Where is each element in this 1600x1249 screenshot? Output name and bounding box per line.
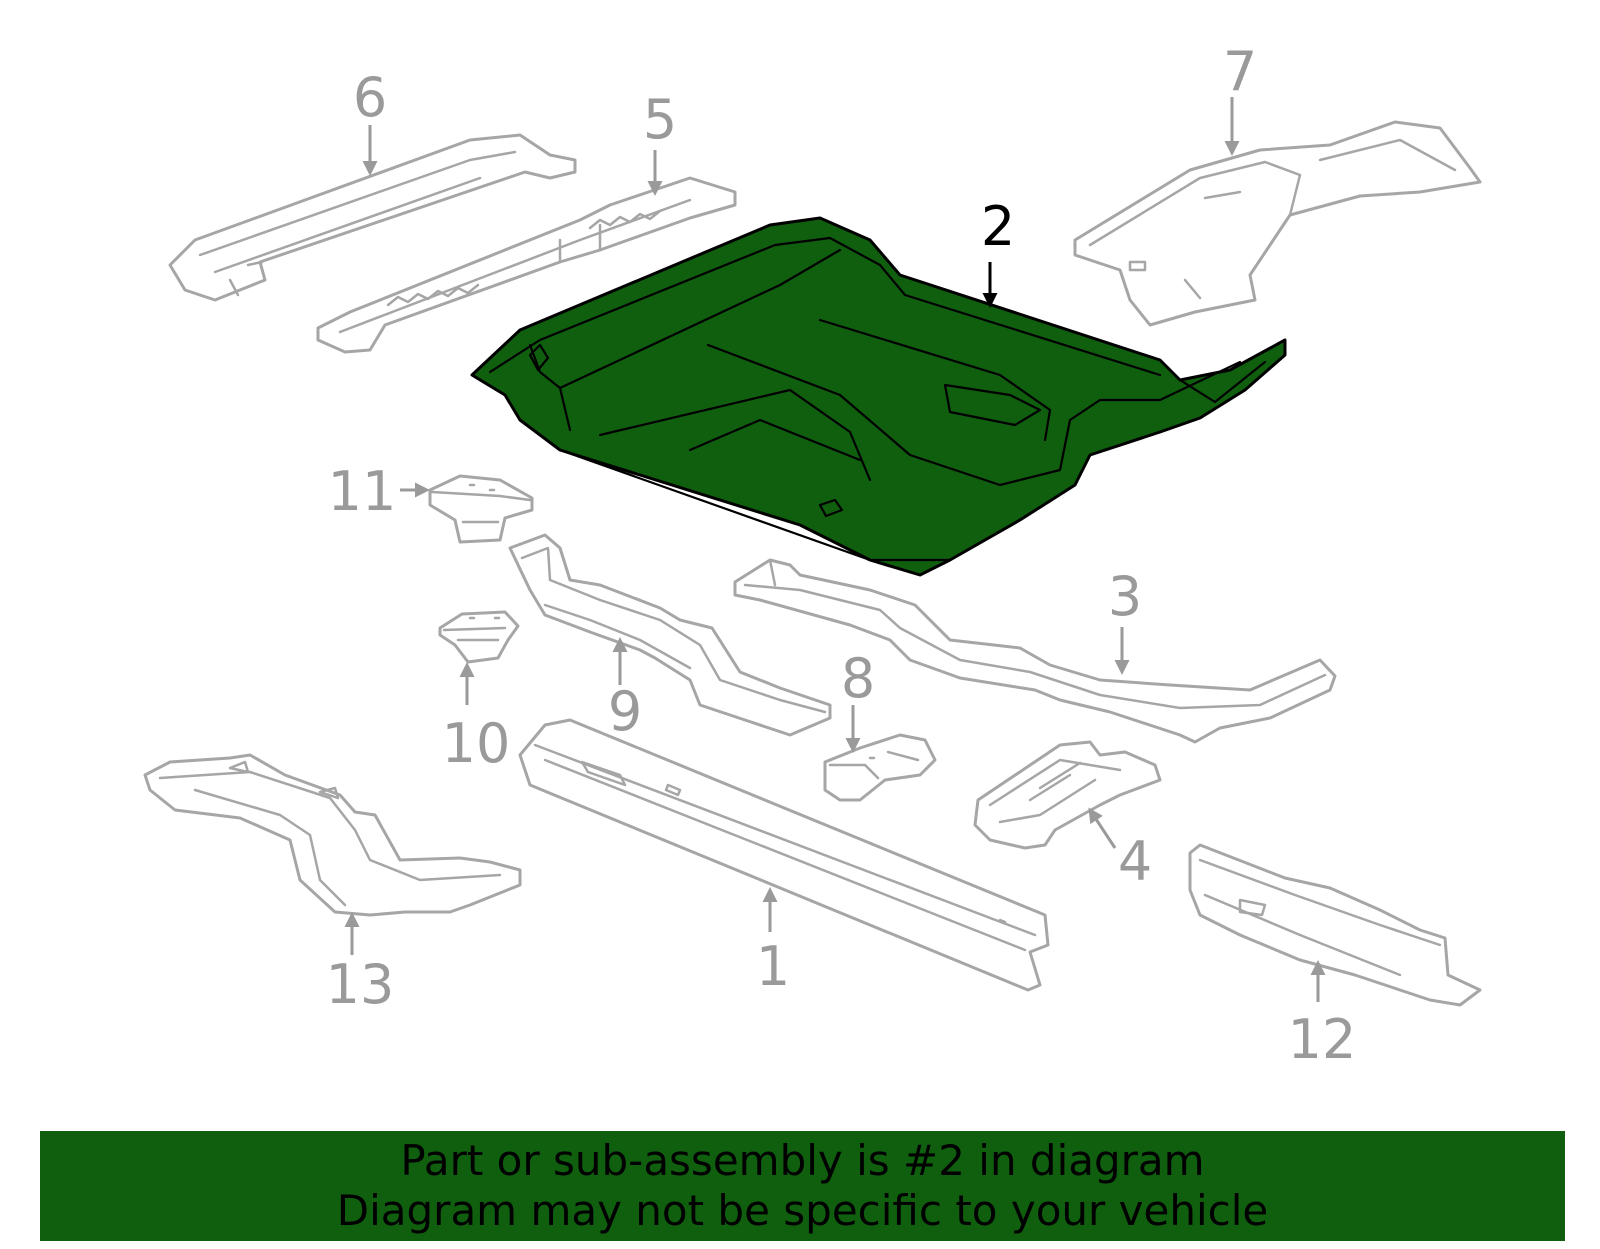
callout-5: 5 xyxy=(643,88,677,151)
part-8-bracket[interactable] xyxy=(823,733,937,802)
part-3-rail[interactable] xyxy=(733,558,1337,744)
part-2-floor-pan[interactable] xyxy=(470,216,1287,577)
callout-9: 9 xyxy=(608,680,642,743)
callout-8: 8 xyxy=(841,647,875,710)
callout-1: 1 xyxy=(756,935,790,998)
banner-line-part: Part or sub-assembly is #2 in diagram xyxy=(400,1136,1205,1185)
part-12-rail[interactable] xyxy=(1188,843,1482,1007)
part-5-rail[interactable] xyxy=(316,176,737,354)
callout-arrows xyxy=(344,97,1326,1002)
floor-pan-fill xyxy=(470,216,1287,577)
callout-12: 12 xyxy=(1288,1008,1357,1071)
part-11-bracket[interactable] xyxy=(428,474,534,544)
banner-line-disclaimer: Diagram may not be specific to your vehi… xyxy=(336,1186,1269,1235)
callout-11: 11 xyxy=(328,460,397,523)
callout-6: 6 xyxy=(353,66,387,129)
part-6-rail[interactable] xyxy=(168,133,577,302)
callout-10: 10 xyxy=(442,712,511,775)
callout-13: 13 xyxy=(326,953,395,1016)
part-10-bracket[interactable] xyxy=(438,610,520,664)
parts-diagram: 6 5 7 2 11 3 9 8 10 4 1 13 12 xyxy=(143,40,1482,1071)
part-7-crossmember[interactable] xyxy=(1073,120,1482,327)
callout-7: 7 xyxy=(1223,40,1257,103)
callout-2: 2 xyxy=(981,195,1015,258)
part-13-frame[interactable] xyxy=(143,753,522,917)
part-1-rocker[interactable] xyxy=(518,718,1050,992)
callout-3: 3 xyxy=(1108,565,1142,628)
part-4-bracket[interactable] xyxy=(973,740,1162,850)
info-banner: Part or sub-assembly is #2 in diagram Di… xyxy=(40,1131,1565,1241)
callout-4: 4 xyxy=(1118,830,1152,893)
